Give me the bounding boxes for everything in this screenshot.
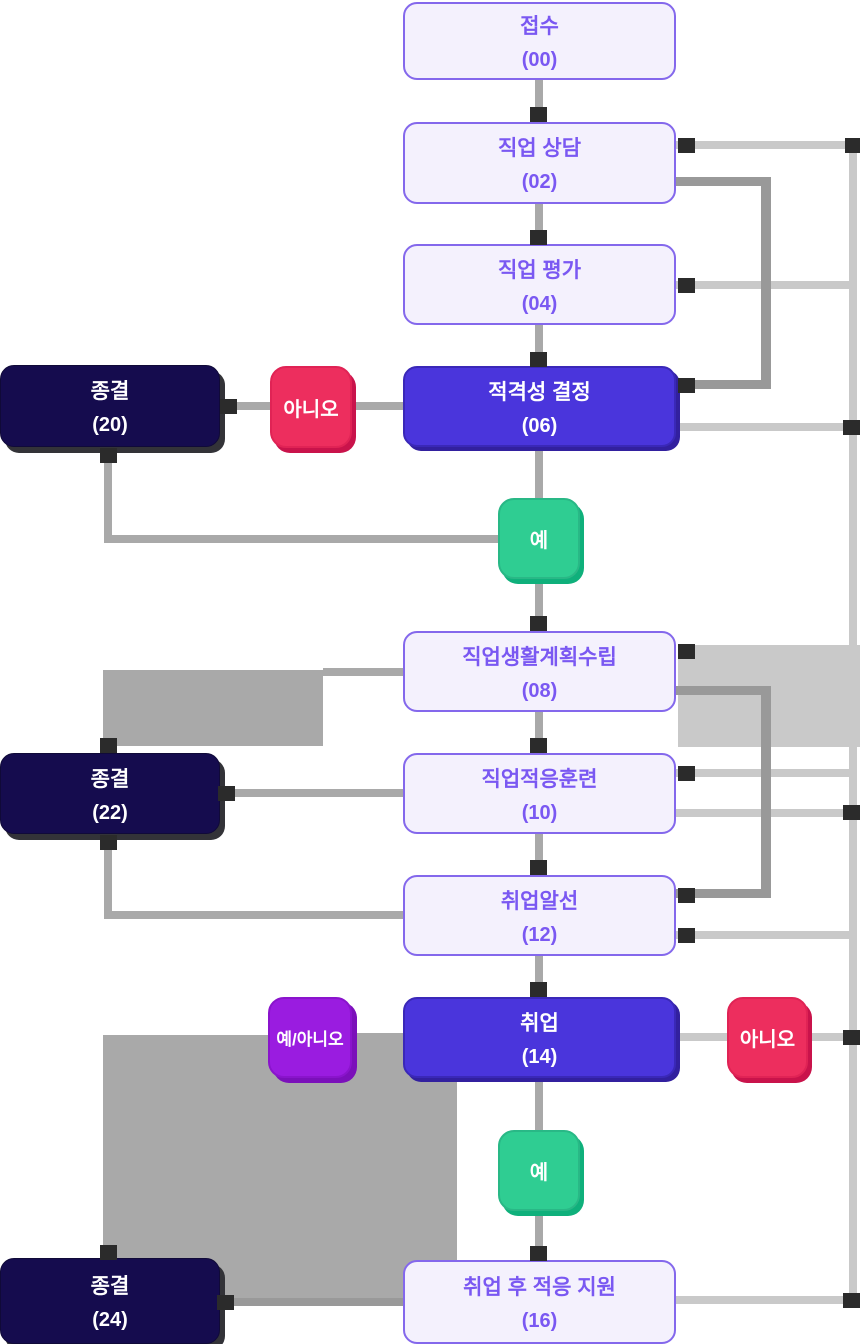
connector: [676, 889, 771, 898]
node-evaluation-04: 직업 평가 (04): [403, 244, 676, 325]
connector-port: [530, 1246, 547, 1261]
connector: [676, 141, 853, 149]
connector: [849, 141, 857, 1304]
decision-yes-no-employment: 예/아니오: [268, 997, 352, 1078]
connector: [535, 80, 543, 122]
connector-blob-left: [103, 670, 323, 746]
node-closure-22: 종결 (22): [0, 753, 220, 834]
node-label: 종결: [90, 380, 130, 403]
connector-port: [843, 420, 860, 435]
node-postsupport-16: 취업 후 적응 지원 (16): [403, 1260, 676, 1344]
node-code: (12): [521, 923, 558, 946]
node-employment-14: 취업 (14): [403, 997, 676, 1078]
node-label: 적격성 결정: [488, 380, 591, 404]
connector: [535, 1078, 543, 1130]
connector-port: [845, 138, 860, 153]
connector: [104, 447, 112, 543]
connector-port: [218, 786, 235, 801]
connector: [535, 204, 543, 244]
node-label: 직업생활계획수립: [462, 645, 617, 669]
connector-port: [678, 766, 695, 781]
node-code: (14): [521, 1045, 558, 1068]
node-closure-20: 종결 (20): [0, 365, 220, 447]
node-code: (06): [521, 414, 558, 437]
connector-port: [220, 399, 237, 414]
connector: [220, 789, 403, 797]
connector-port: [678, 138, 695, 153]
node-placement-12: 취업알선 (12): [403, 875, 676, 956]
node-code: (20): [92, 414, 128, 436]
connector: [676, 1296, 853, 1304]
node-code: (08): [521, 679, 558, 702]
node-label: 취업: [520, 1011, 559, 1035]
connector-port: [530, 230, 547, 245]
connector: [761, 177, 771, 389]
connector-port: [530, 982, 547, 997]
node-code: (02): [521, 171, 558, 193]
connector: [676, 177, 771, 186]
node-code: (00): [521, 49, 558, 71]
decision-yes-eligibility: 예: [498, 498, 580, 579]
node-closure-24: 종결 (24): [0, 1258, 220, 1344]
node-intake-00: 접수 (00): [403, 2, 676, 80]
connector: [676, 931, 853, 939]
node-label: 접수: [520, 15, 559, 38]
connector-port: [678, 644, 695, 659]
connector-port: [678, 278, 695, 293]
connector-port: [100, 738, 117, 753]
node-code: (04): [521, 292, 558, 315]
connector-port: [678, 888, 695, 903]
decision-no-employment: 아니오: [727, 997, 808, 1078]
connector-port: [678, 928, 695, 943]
connector: [535, 325, 543, 366]
connector-port: [100, 835, 117, 850]
connector: [535, 447, 543, 498]
connector: [676, 686, 771, 695]
connector-port: [100, 1245, 117, 1260]
node-eligibility-06: 적격성 결정 (06): [403, 366, 676, 447]
connector: [676, 380, 771, 389]
connector-port: [530, 352, 547, 367]
connector-port: [843, 1293, 860, 1308]
connector: [352, 1033, 403, 1041]
connector-port: [843, 1030, 860, 1045]
connector: [535, 834, 543, 875]
node-plan-08: 직업생활계획수립 (08): [403, 631, 676, 712]
node-label: 직업적응훈련: [481, 767, 598, 791]
connector-port: [530, 107, 547, 122]
connector: [535, 1211, 543, 1260]
connector: [535, 956, 543, 997]
node-label: 취업 후 적응 지원: [463, 1276, 616, 1299]
node-label: 종결: [90, 767, 130, 791]
node-training-10: 직업적응훈련 (10): [403, 753, 676, 834]
connector-port: [530, 860, 547, 875]
node-code: (10): [521, 801, 558, 824]
connector-port: [100, 448, 117, 463]
connector-port: [530, 738, 547, 753]
decision-no-eligibility: 아니오: [270, 366, 352, 448]
connector: [104, 834, 112, 919]
connector-port: [843, 805, 860, 820]
node-label: 직업 상담: [497, 137, 582, 160]
connector-port: [678, 378, 695, 393]
node-label: 직업 평가: [497, 258, 582, 282]
node-code: (24): [92, 1309, 128, 1331]
node-code: (22): [92, 801, 128, 824]
connector-port: [217, 1295, 234, 1310]
connector: [761, 686, 771, 898]
connector: [104, 911, 403, 919]
node-label: 취업알선: [500, 889, 579, 913]
connector: [535, 712, 543, 753]
connector: [104, 535, 498, 543]
node-code: (16): [521, 1310, 558, 1332]
decision-yes-employment: 예: [498, 1130, 580, 1211]
connector: [220, 1298, 403, 1306]
node-label: 종결: [90, 1275, 130, 1298]
connector-port: [530, 616, 547, 631]
connector: [535, 580, 543, 631]
connector: [676, 423, 853, 431]
connector: [323, 668, 403, 676]
node-counseling-02: 직업 상담 (02): [403, 122, 676, 204]
